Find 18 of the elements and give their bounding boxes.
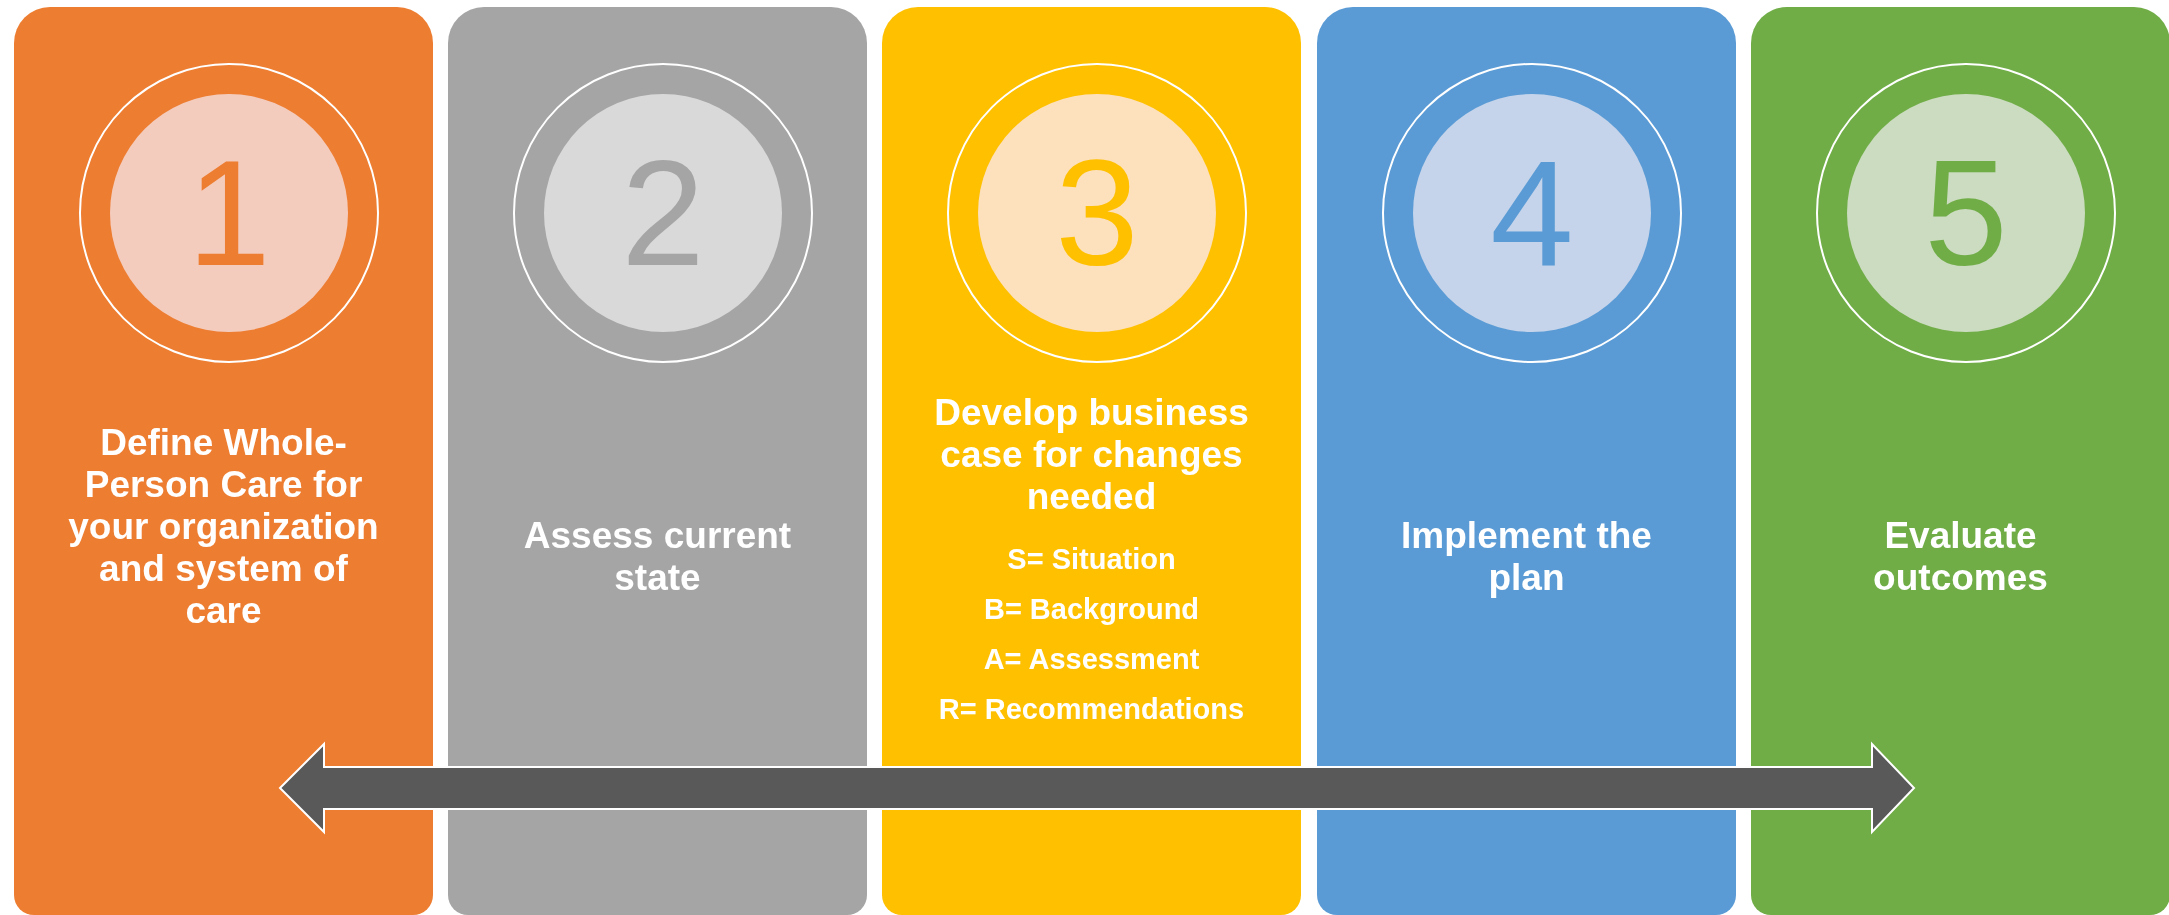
step-title: Develop business case for changes needed	[933, 392, 1250, 518]
step-column	[1751, 7, 2169, 915]
step-number: 4	[1490, 138, 1574, 288]
step-number: 3	[1055, 138, 1139, 288]
step-detail: R= Recommendations	[937, 692, 1246, 726]
step-column	[448, 7, 867, 915]
step-title: Assess current state	[522, 515, 793, 599]
step-column	[882, 7, 1301, 915]
step-title: Implement the plan	[1400, 515, 1653, 599]
step-detail: S= Situation	[1006, 542, 1177, 576]
step-column	[1317, 7, 1736, 915]
step-title: Define Whole-Person Care for your organization and system of care	[67, 422, 380, 632]
step-number: 5	[1924, 138, 2008, 288]
step-column	[14, 7, 433, 915]
step-number: 1	[187, 138, 271, 288]
step-detail: B= Background	[982, 592, 1201, 626]
step-title: Evaluate outcomes	[1872, 515, 2049, 599]
step-detail: A= Assessment	[982, 642, 1201, 676]
